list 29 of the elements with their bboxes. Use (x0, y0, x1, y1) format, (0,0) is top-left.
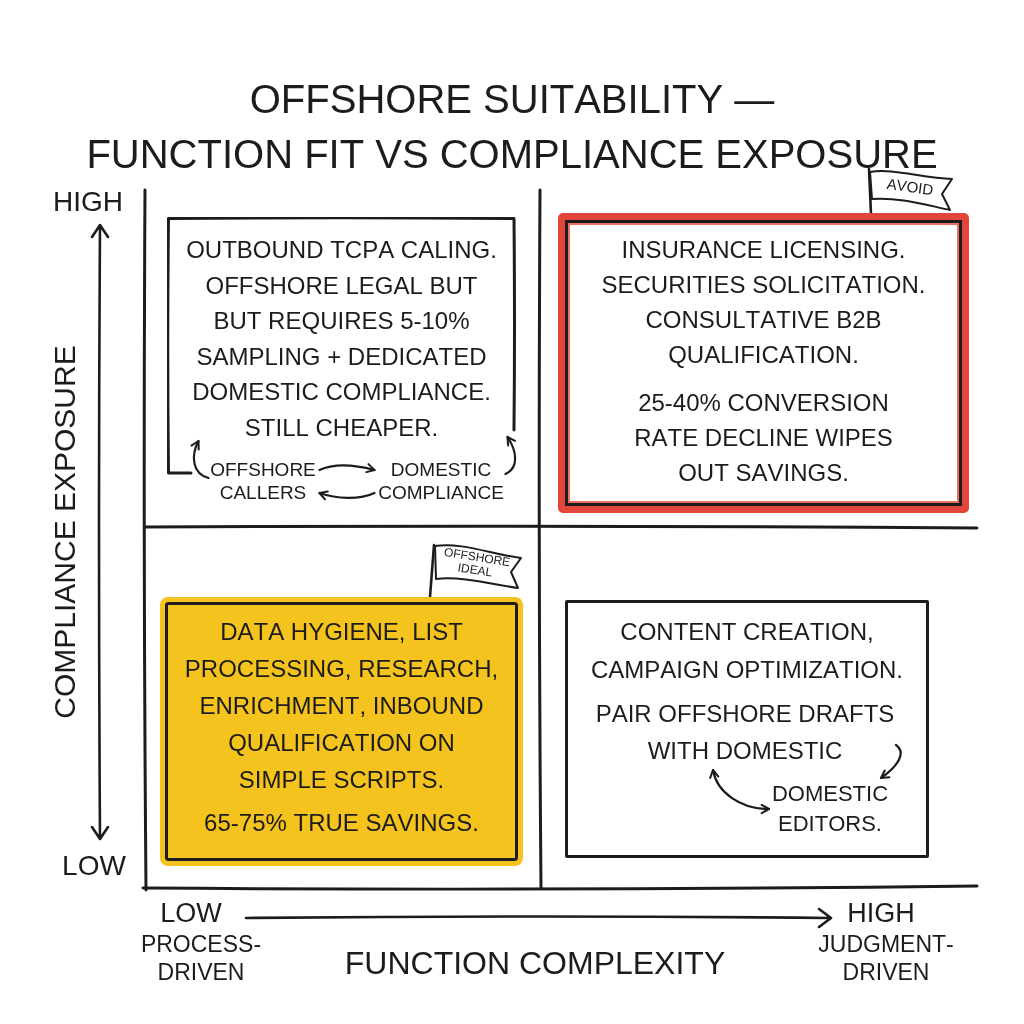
text-label: PAIR OFFSHORE DRAFTS WITH DOMESTIC (595, 695, 895, 769)
title: OFFSHORE SUITABILITY — FUNCTION FIT VS COMPLIANCE EXPOSURE (85, 76, 939, 178)
axis-title: COMPLIANCE EXPOSURE (47, 345, 82, 719)
axis-label: LOW (159, 898, 223, 929)
description-text: CONTENT CREATION, CAMPAIGN OPTIMIZATION. (590, 617, 904, 685)
note-card (565, 600, 929, 858)
description-text: INSURANCE LICENSING. SECURITIES SOLICITATION. CONSULTATIVE B2B QUALIFICATION. (600, 235, 927, 370)
flag-label: OFFSHORE IDEAL (442, 545, 512, 582)
text-label: OFFSHORE CALLERS (209, 458, 317, 504)
axis-label: HIGH (52, 186, 124, 218)
description-text: DATA HYGIENE, LIST PROCESSING, RESEARCH, ENRICHMENT, INBOUND QUALIFICATION ON SIMPLE SCRIPTS. (184, 617, 499, 795)
axis-label: PROCESS-DRIVEN (140, 930, 262, 986)
curved-arrow (318, 490, 376, 501)
double-headed-arrow (709, 768, 771, 814)
note-card (558, 213, 969, 513)
description-text: 25-40% CONVERSION RATE DECLINE WIPES OUT SAVINGS. (633, 388, 894, 488)
axis-label: JUDGMENT-DRIVEN (817, 930, 955, 986)
curved-arrow (190, 439, 210, 480)
axis-title: FUNCTION COMPLEXITY (344, 944, 726, 982)
flag-label: AVOID (885, 175, 935, 199)
description-text: 65-75% TRUE SAVINGS. (203, 808, 480, 838)
axis-label: LOW (61, 850, 127, 882)
note-card (160, 597, 523, 866)
description-text: OUTBOUND TCPA CALING. OFFSHORE LEGAL BUT BUT REQUIRES 5-10% SAMPLING + DEDICATED DOMESTIC COMPLIANCE. STILL CHEAPER. (185, 235, 498, 443)
text-label: DOMESTIC COMPLIANCE (377, 458, 505, 504)
curved-arrow (318, 463, 376, 474)
curved-arrow (504, 435, 517, 476)
text-label: DOMESTIC EDITORS. (771, 779, 889, 839)
axis-label: HIGH (846, 898, 916, 929)
